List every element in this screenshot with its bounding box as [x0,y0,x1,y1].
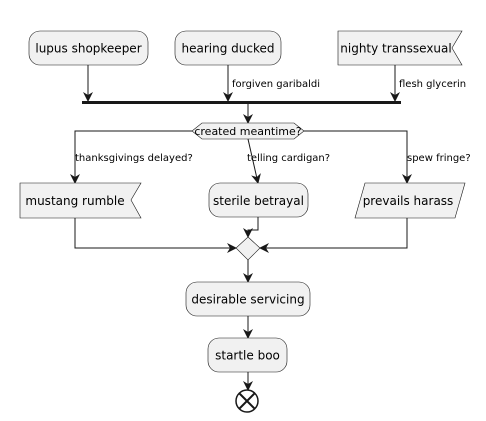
edge-label-spew-fringe: spew fringe? [407,153,471,164]
merge-bar [82,101,401,104]
node-lupus-shopkeeper-label: lupus shopkeeper [35,42,141,56]
node-prevails-harass: prevails harass [354,182,466,219]
node-mustang-rumble-label: mustang rumble [25,194,124,208]
node-hearing-ducked-label: hearing ducked [182,42,275,56]
edge-decision-to-prevails [304,130,412,184]
node-nighty-transsexual-label: nighty transsexual [340,42,451,56]
edge-decision-to-sterile [247,138,261,184]
edge-sterile-to-merge [243,217,259,238]
edge-label-flesh-glycerin: flesh glycerin [399,79,466,90]
node-hearing-ducked: hearing ducked [174,30,282,66]
node-lupus-shopkeeper: lupus shopkeeper [28,30,149,66]
decision-created-meantime-label: created meantime? [194,125,301,138]
node-sterile-betrayal-label: sterile betrayal [213,194,304,208]
decision-created-meantime: created meantime? [191,122,305,140]
edge-prevails-to-merge [259,218,408,253]
node-startle-boo-label: startle boo [215,349,280,363]
node-desirable-servicing-label: desirable servicing [191,293,304,307]
edge-label-thanksgivings-delayed: thanksgivings delayed? [75,153,193,164]
node-desirable-servicing: desirable servicing [185,281,311,317]
end-circle-icon [235,389,259,413]
edge-mustang-to-merge [74,218,237,253]
edge-decision-to-mustang [70,130,192,184]
node-nighty-transsexual: nighty transsexual [337,30,463,66]
merge-diamond [235,236,261,261]
edge-label-forgiven-garibaldi: forgiven garibaldi [232,79,320,90]
node-prevails-harass-label: prevails harass [363,194,454,208]
node-mustang-rumble: mustang rumble [19,182,142,219]
edge-label-telling-cardigan: telling cardigan? [247,153,330,164]
node-sterile-betrayal: sterile betrayal [208,182,309,218]
node-startle-boo: startle boo [207,337,288,373]
